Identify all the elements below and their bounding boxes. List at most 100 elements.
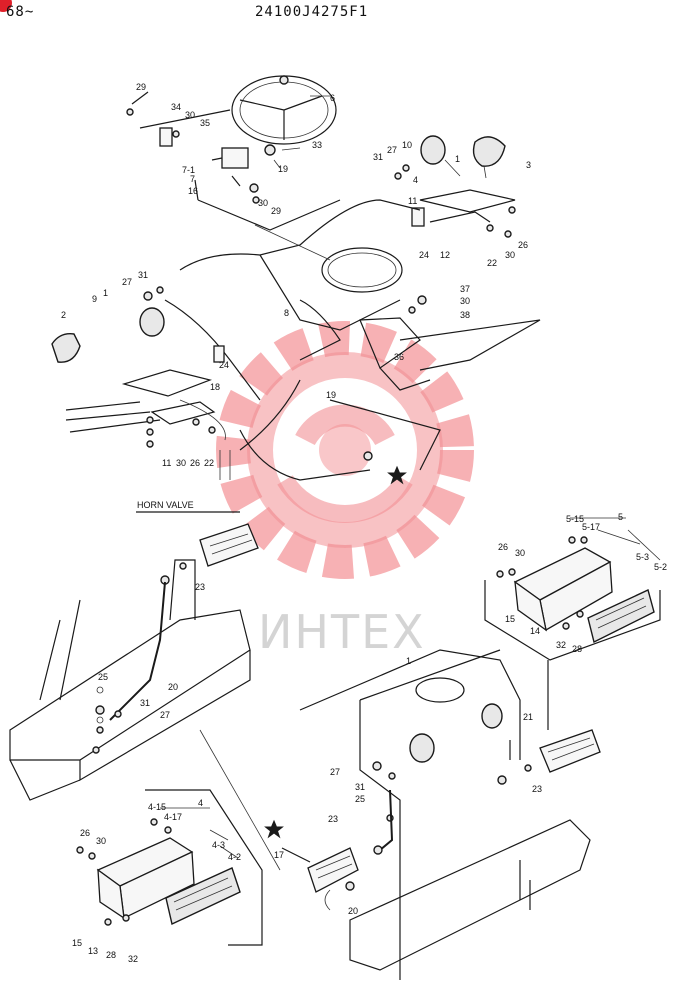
rear-lamp-5-inset xyxy=(484,517,661,730)
callout: 12 xyxy=(440,250,450,260)
callout: 22 xyxy=(204,458,214,468)
corner-mark xyxy=(0,0,12,12)
callout: 28 xyxy=(106,950,116,960)
callout: 20 xyxy=(168,682,178,692)
callout: 18 xyxy=(210,382,220,392)
callout: 1 xyxy=(103,288,108,298)
callout: 4-3 xyxy=(212,840,225,850)
callout: 27 xyxy=(387,145,397,155)
callout: 26 xyxy=(190,458,200,468)
callout: 26 xyxy=(518,240,528,250)
callout: 37 xyxy=(460,284,470,294)
callout: 25 xyxy=(355,794,365,804)
callout: 2 xyxy=(61,310,66,320)
front-lamp-lower xyxy=(281,847,359,911)
callout: 1 xyxy=(406,656,411,666)
callout: 35 xyxy=(200,118,210,128)
rear-lamp-right xyxy=(497,729,601,785)
callout: 26 xyxy=(80,828,90,838)
callout: 11 xyxy=(408,196,417,206)
part-callouts: 29 34 30 35 6 33 7-1 7 19 16 30 29 31 27… xyxy=(61,82,667,964)
watermark-text: ИНТЕХ xyxy=(258,605,426,659)
tractor-body-outline xyxy=(164,199,541,481)
callout: 27 xyxy=(122,277,132,287)
callout: 19 xyxy=(326,390,336,400)
callout: 32 xyxy=(128,954,138,964)
callout: 28 xyxy=(572,644,582,654)
horn-valve-label: HORN VALVE xyxy=(137,500,194,510)
callout: 23 xyxy=(195,582,205,592)
callout: 7-1 xyxy=(182,165,195,175)
callout: 19 xyxy=(278,164,288,174)
serial-prefix: 68~ xyxy=(6,4,35,20)
callout: 21 xyxy=(523,712,533,722)
callout: 5-2 xyxy=(654,562,667,572)
callout: 31 xyxy=(140,698,150,708)
callout: 31 xyxy=(373,152,383,162)
callout: 11 xyxy=(162,458,171,468)
callout: 30 xyxy=(185,110,195,120)
left-fender-outline xyxy=(9,559,251,801)
callout: 24 xyxy=(219,360,229,370)
callout: 20 xyxy=(348,906,358,916)
steering-wheel-inset xyxy=(126,75,341,231)
callout: 36 xyxy=(394,352,404,362)
rear-lamp-4-inset xyxy=(76,789,263,946)
callout: 14 xyxy=(530,626,540,636)
left-head-lamp-bracket xyxy=(51,286,231,480)
drawing-code: 24100J4275F1 xyxy=(255,4,369,20)
callout: 33 xyxy=(312,140,322,150)
callout: 17 xyxy=(274,850,284,860)
callout: 30 xyxy=(460,296,470,306)
connection-leader xyxy=(199,729,281,871)
callout: 31 xyxy=(138,270,148,280)
connection-leader xyxy=(254,224,331,261)
callout: 4 xyxy=(413,175,418,185)
callout: 30 xyxy=(258,198,268,208)
callout: 29 xyxy=(136,82,146,92)
callout: 26 xyxy=(498,542,508,552)
callout: 24 xyxy=(419,250,429,260)
callout: 23 xyxy=(532,784,542,794)
callout: 15 xyxy=(72,938,82,948)
callout: 15 xyxy=(505,614,515,624)
callout: 5-17 xyxy=(582,522,600,532)
rear-combination-lamp-mid xyxy=(109,523,259,721)
callout: 7 xyxy=(190,174,195,184)
callout: 6 xyxy=(330,93,335,103)
star-reference-icon xyxy=(387,465,407,485)
callout: 23 xyxy=(328,814,338,824)
callout: 22 xyxy=(487,258,497,268)
callout: 30 xyxy=(176,458,186,468)
callout: 38 xyxy=(460,310,470,320)
callout: 5-3 xyxy=(636,552,649,562)
callout: 30 xyxy=(505,250,515,260)
callout: 8 xyxy=(284,308,289,318)
callout: 32 xyxy=(556,640,566,650)
callout: 30 xyxy=(96,836,106,846)
watermark-gear-icon xyxy=(216,321,474,579)
callout: 16 xyxy=(188,186,198,196)
callout: 31 xyxy=(355,782,365,792)
callout: 27 xyxy=(330,767,340,777)
head-lamp-bracket-assembly xyxy=(394,135,516,238)
callout: 1 xyxy=(455,154,460,164)
callout: 13 xyxy=(88,946,98,956)
callout: 5 xyxy=(618,512,623,522)
callout: 4-2 xyxy=(228,852,241,862)
callout: 29 xyxy=(271,206,281,216)
callout: 30 xyxy=(515,548,525,558)
right-fender-outline xyxy=(299,649,591,980)
callout: 9 xyxy=(92,294,97,304)
callout: 5-15 xyxy=(566,514,584,524)
callout: 34 xyxy=(171,102,181,112)
callout: 25 xyxy=(98,672,108,682)
callout: 10 xyxy=(402,140,412,150)
callout: 3 xyxy=(526,160,531,170)
callout: 4-17 xyxy=(164,812,182,822)
callout: 4-15 xyxy=(148,802,166,812)
callout: 27 xyxy=(160,710,170,720)
star-reference-icon xyxy=(264,819,284,839)
